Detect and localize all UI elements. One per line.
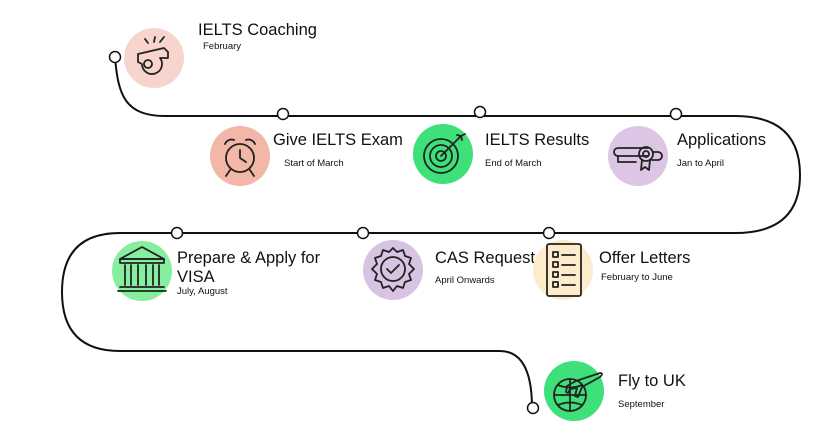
step-5-circle	[112, 241, 172, 301]
step-title: Prepare & Apply for	[177, 249, 321, 267]
timeline-line	[60, 56, 802, 409]
milestone-node	[473, 105, 487, 119]
step-4-circle	[608, 126, 668, 186]
alarm-clock-icon	[224, 138, 256, 177]
milestone-node	[276, 107, 290, 121]
step-7-circle	[533, 240, 593, 300]
step-date: July, August	[177, 286, 228, 297]
bank-icon	[117, 246, 167, 292]
step-3-circle	[413, 124, 473, 184]
plane-globe-icon	[553, 372, 603, 412]
whistle-icon	[137, 36, 169, 75]
step-title-line2: VISA	[177, 268, 215, 286]
step-6-circle	[363, 240, 423, 300]
step-title: CAS Request	[435, 249, 535, 267]
step-date: February	[203, 41, 242, 52]
milestone-node	[669, 107, 683, 121]
end-node	[526, 401, 540, 415]
step-date: April Onwards	[435, 275, 495, 286]
checklist-icon	[546, 243, 582, 297]
step-date: September	[618, 399, 665, 410]
approved-badge-icon	[371, 247, 415, 292]
step-8-circle	[544, 361, 604, 421]
milestone-node	[170, 226, 184, 240]
diploma-icon	[613, 146, 663, 171]
step-2-circle	[210, 126, 270, 186]
step-title: Applications	[677, 131, 766, 149]
step-title: IELTS Coaching	[198, 21, 317, 39]
step-title: Offer Letters	[599, 249, 691, 267]
step-date: February to June	[601, 272, 673, 283]
step-date: End of March	[485, 158, 542, 169]
step-date: Jan to April	[677, 158, 724, 169]
target-icon	[423, 133, 466, 174]
step-1-circle	[124, 28, 184, 88]
start-node	[108, 50, 122, 64]
step-title: Give IELTS Exam	[273, 131, 403, 149]
milestone-node	[542, 226, 556, 240]
step-date: Start of March	[284, 158, 344, 169]
milestone-node	[356, 226, 370, 240]
step-title: Fly to UK	[618, 372, 686, 390]
step-title: IELTS Results	[485, 131, 590, 149]
